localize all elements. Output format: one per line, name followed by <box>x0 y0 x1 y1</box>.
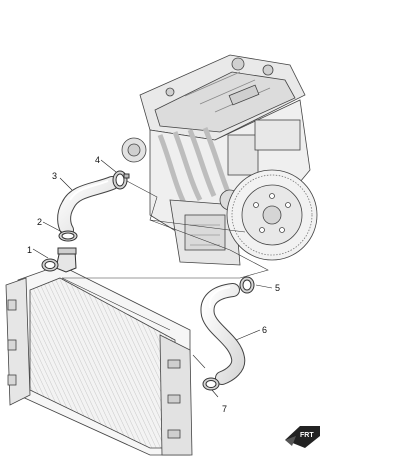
callout-1: 1 <box>27 245 32 255</box>
flywheel <box>226 169 318 261</box>
lower-radiator-hose <box>200 283 246 385</box>
radiator-inlet-fitting <box>41 247 77 273</box>
callout-2: 2 <box>37 217 42 227</box>
callout-6: 6 <box>262 325 267 335</box>
radiator <box>5 264 193 456</box>
guide-lines <box>61 179 269 369</box>
lower-hose-engine-clamp <box>239 276 255 294</box>
upper-hose-clamp <box>112 170 130 190</box>
front-indicator-label: FRT <box>300 432 314 439</box>
upper-radiator-hose <box>57 176 119 237</box>
lower-hose-radiator-clamp <box>202 377 220 391</box>
callout-5: 5 <box>275 283 280 293</box>
front-arrow-icon: FRT <box>285 426 320 448</box>
callout-4: 4 <box>95 155 100 165</box>
callout-3: 3 <box>52 171 57 181</box>
callout-7: 7 <box>222 404 227 414</box>
upper-hose-radiator-clamp <box>58 230 78 242</box>
callout-leaders <box>32 159 273 398</box>
